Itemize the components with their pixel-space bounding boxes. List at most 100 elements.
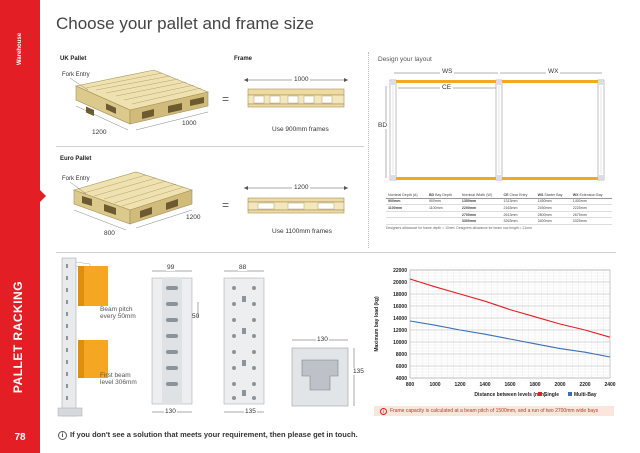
- x-tick-label: 1400: [479, 382, 490, 388]
- euro-frame-caption: Use 1100mm frames: [272, 228, 332, 235]
- table-header-code: WX: [572, 192, 579, 197]
- table-cell: 3300mm: [459, 217, 502, 225]
- divider-horizontal: [56, 146, 364, 147]
- table-cell: 1313mm: [501, 198, 536, 206]
- y-tick-label: 10000: [393, 340, 407, 346]
- uk-dim-depth: 1000: [182, 120, 197, 127]
- uk-pallet-heading: UK Pallet: [60, 56, 87, 62]
- uk-frame-caption: Use 900mm frames: [272, 126, 329, 133]
- table-header-cell: Nominal Depth (A): [386, 192, 427, 199]
- footer-text: If you don't see a solution that meets y…: [70, 430, 358, 439]
- y-tick-label: 18000: [393, 292, 407, 298]
- table-cell: 900mm: [426, 198, 460, 206]
- table-cell: 3263mm: [501, 217, 536, 225]
- section-width: 130: [316, 336, 329, 343]
- series-line-single: [409, 278, 611, 338]
- sidebar-tagline: Best for Warehouse: [13, 8, 68, 98]
- table-header-code: WS: [537, 192, 544, 197]
- table-header-label: Clear Entry: [509, 192, 528, 197]
- beam-pitch-label: Beam pitch every 50mm: [100, 306, 136, 320]
- chart-note: i Frame capacity is calculated at a beam…: [374, 406, 614, 416]
- table-cell: 900mm: [386, 198, 427, 206]
- layout-heading: Design your layout: [378, 56, 432, 63]
- upright-section-illustration: [291, 339, 355, 407]
- chart-note-text: Frame capacity is calculated at a beam p…: [390, 408, 599, 414]
- x-tick-label: 1600: [504, 382, 515, 388]
- layout-ws: WS: [440, 68, 455, 75]
- x-axis-label: Distance between levels (mm): [474, 392, 545, 398]
- sidebar-notch: [40, 190, 46, 202]
- x-tick-label: 2200: [579, 382, 590, 388]
- table-header-label: Bay Depth: [435, 192, 452, 197]
- info-icon: i: [380, 407, 387, 415]
- upright-99-illustration: [151, 270, 199, 413]
- y-tick-label: 8000: [396, 352, 407, 358]
- upright-88-illustration: [223, 270, 265, 413]
- info-circle-icon: i: [58, 430, 67, 440]
- table-cell: 2200mm: [459, 204, 502, 212]
- uk-equals: =: [222, 92, 230, 106]
- legend-label: Multi-Bay: [574, 392, 597, 398]
- page-title: Choose your pallet and frame size: [56, 14, 314, 33]
- euro-dim-width: 800: [104, 230, 115, 237]
- x-tick-label: 1200: [454, 382, 465, 388]
- table-cell: 2225mm: [570, 204, 612, 212]
- section-title: PALLET RACKING: [11, 280, 25, 394]
- first-beam-label: First beam level 306mm: [100, 372, 137, 386]
- uk-dim-width: 1200: [92, 129, 107, 136]
- table-header-code: BD: [428, 192, 435, 197]
- layout-bd: BD: [378, 122, 388, 129]
- series-line-multi-bay: [409, 320, 611, 358]
- section-height: 135: [352, 368, 365, 375]
- uk-pallet-illustration: [69, 69, 209, 131]
- x-tick-label: 2400: [604, 382, 615, 388]
- upright1-width: 99: [166, 264, 176, 271]
- table-cell: 3325mm: [570, 217, 612, 225]
- table-note: Designers allowance for frame depth = 10…: [386, 226, 532, 230]
- upright1-depth: 130: [164, 408, 177, 415]
- y-tick-label: 14000: [393, 316, 407, 322]
- sidebar: Best for Warehouse PALLET RACKING 78: [0, 0, 68, 453]
- y-tick-label: 20000: [393, 280, 407, 286]
- upright2-width: 88: [238, 264, 248, 271]
- uk-frame-illustration: [244, 78, 348, 108]
- tagline-brand: Warehouse: [17, 32, 23, 66]
- bay-load-chart: 4000600080001000012000140001600018000200…: [374, 268, 616, 398]
- euro-dim-depth: 1200: [186, 214, 201, 221]
- table-cell: 3400mm: [535, 217, 571, 225]
- table-header-cell: BD Bay Depth: [426, 192, 460, 199]
- euro-pallet-illustration: [69, 171, 193, 231]
- table-header-cell: WX Extension Bay: [570, 192, 612, 199]
- table-cell: 1400mm: [570, 198, 612, 206]
- table-cell: 2675mm: [570, 211, 612, 219]
- table-header-label: Starter Bay: [544, 192, 563, 197]
- layout-ce: CE: [440, 84, 454, 91]
- upright2-depth: 135: [244, 408, 257, 415]
- divider-bottom: [56, 252, 616, 253]
- x-tick-label: 2000: [554, 382, 565, 388]
- table-header-label: Nominal Width (W): [461, 192, 492, 197]
- euro-frame-dim: 1200: [292, 184, 311, 191]
- table-cell: 1100mm: [386, 204, 427, 212]
- uk-frame-dim: 1000: [292, 76, 311, 83]
- euro-pallet-heading: Euro Pallet: [60, 156, 92, 162]
- y-tick-label: 12000: [393, 328, 407, 334]
- table-cell: 1100mm: [426, 204, 460, 212]
- table-cell: 1350mm: [459, 198, 502, 206]
- table-header-label: Extension Bay: [579, 192, 603, 197]
- table-cell: 2450mm: [535, 204, 571, 212]
- table-cell: [386, 211, 427, 219]
- table-header-label: Nominal Depth (A): [388, 192, 418, 197]
- uk-fork-entry-label: Fork Entry: [62, 72, 90, 78]
- euro-fork-entry-label: Fork Entry: [62, 176, 90, 182]
- table-cell: [426, 217, 460, 225]
- y-tick-label: 4000: [396, 376, 407, 382]
- table-cell: 1450mm: [535, 198, 571, 206]
- table-cell: 2800mm: [535, 211, 571, 219]
